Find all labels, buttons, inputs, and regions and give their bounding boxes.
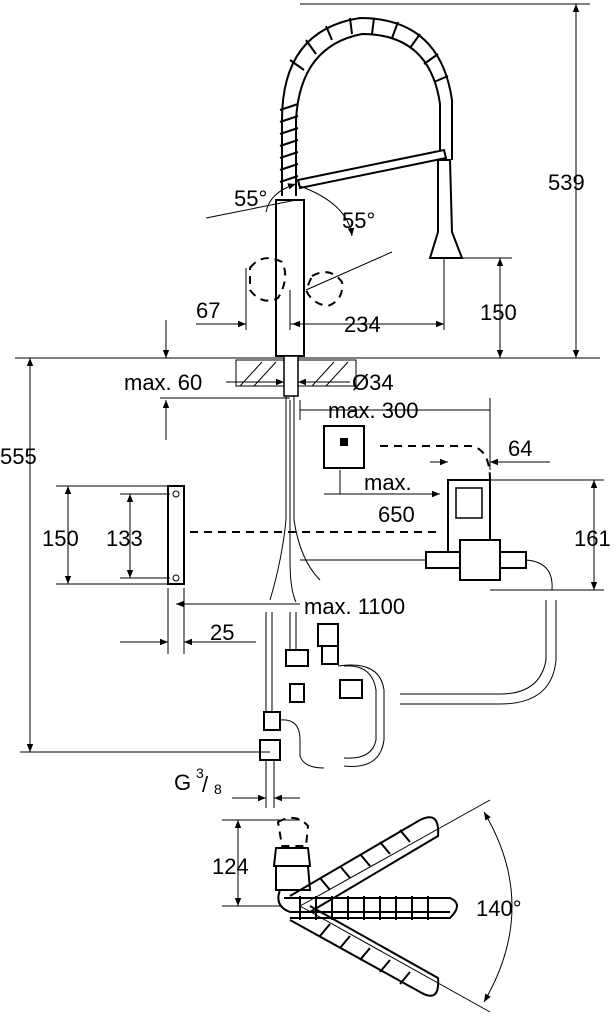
faucet-side-view [15,3,600,440]
bracket-hole-bottom [172,574,180,582]
pipe-right-out [525,559,553,591]
swing-coil-lower [319,923,411,985]
swing-angle-line-lower [299,905,491,1013]
hose-right [293,396,321,581]
return-pipe [400,600,547,695]
swing-hose-upper [289,816,440,913]
angle-line-left [205,199,297,219]
lever-right-dashed [304,271,344,308]
swing-base [275,865,312,891]
swing-view [222,799,513,1013]
label-140: 140° [476,896,522,921]
label-161: 161 [574,526,611,551]
label-555: 555 [0,444,37,469]
wall-bracket [167,485,185,585]
swing-coil-upper [319,829,411,891]
label-max300: max. 300 [328,398,419,423]
sensor-box [323,425,365,469]
label-thread-num: 3 [196,765,204,781]
swing-angle-line-upper [299,799,491,907]
valve-connector-right [499,551,527,569]
label-thread-g: G [174,770,191,795]
valve-assembly [259,612,385,800]
label-150-bracket: 150 [42,526,79,551]
angle-line-right [305,251,393,291]
sensor-eye [340,438,348,446]
installation-view [20,358,604,808]
angle-arc-right [299,185,355,237]
label-124: 124 [212,854,249,879]
lever-left-dashed [249,257,287,302]
label-150-spray: 150 [480,300,517,325]
label-539: 539 [548,170,585,195]
return-pipe-outer [400,600,557,705]
swing-lever [272,847,312,867]
label-max650-line2: 650 [378,502,415,527]
spring-coil [279,16,453,196]
label-angle-left: 55° [234,186,267,211]
thread-slash: / [202,772,209,797]
label-234: 234 [344,312,381,337]
label-dia34: Ø34 [352,370,394,395]
label-thread-den: 8 [214,781,222,797]
spout-arm [296,148,448,190]
swing-hose-center-outer [284,897,458,919]
faucet-body [275,199,305,357]
label-max1100: max. 1100 [304,594,405,619]
label-133-bracket: 133 [106,526,143,551]
bracket-hole-top [172,490,180,498]
angle-arc-left [265,183,297,213]
control-box-panel [455,487,483,519]
valve-connector-left [425,551,461,569]
swing-hose-lower [289,905,440,997]
label-67: 67 [196,298,220,323]
sensor-cable [380,445,491,481]
label-64: 64 [508,436,532,461]
swing-hose-center [277,889,450,913]
mounting-shank [283,355,299,397]
hose-center [289,400,297,603]
label-25: 25 [210,620,234,645]
hose-left [269,396,287,601]
control-valve [459,539,501,581]
swing-angle-arc [483,811,513,1003]
swing-lever-dashed [276,816,310,847]
label-angle-right: 55° [342,208,375,233]
label-max650-line1: max. [364,470,412,495]
label-max60: max. 60 [124,370,202,395]
spray-head [428,159,464,259]
